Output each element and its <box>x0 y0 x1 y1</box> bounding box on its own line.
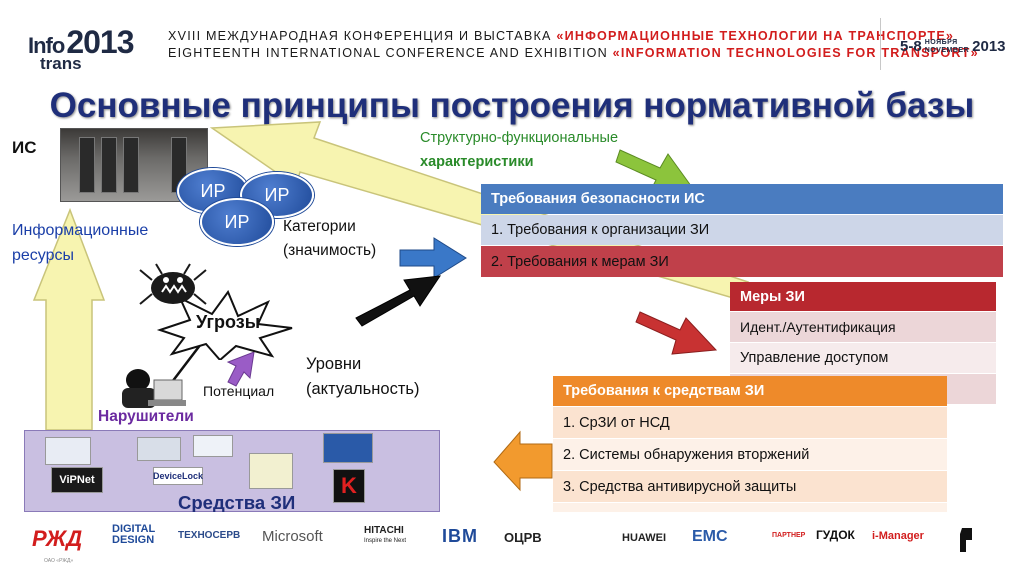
red-arrow <box>635 311 718 355</box>
measures-header: Меры ЗИ <box>730 282 996 311</box>
threats-label: Угрозы <box>196 312 261 332</box>
server-rack <box>123 137 139 193</box>
technoserv-logo: ТЕХНОСЕРВ <box>178 530 241 541</box>
categories-label: Категории (значимость) <box>283 218 377 259</box>
measure-item: Управление доступом <box>730 343 996 373</box>
date-year: 2013 <box>972 38 1006 55</box>
rzd-logo: РЖД <box>32 526 83 551</box>
levels-label: Уровни (актуальность) <box>306 355 420 398</box>
info-resources-label: Информационные ресурсы <box>12 222 149 264</box>
tools-label: Средства ЗИ <box>178 492 296 513</box>
digital-design-logo: DIGITAL DESIGN <box>112 523 156 546</box>
ir-circle: ИР <box>240 172 314 218</box>
sponsors-bar: РЖД ОАО «РЖД» DIGITAL DESIGN ТЕХНОСЕРВ M… <box>0 512 1024 576</box>
rzd-caption: ОАО «РЖД» <box>44 558 74 564</box>
conference-title-en: EIGHTEENTH INTERNATIONAL CONFERENCE AND … <box>168 46 608 60</box>
conference-theme-en: «INFORMATION TECHNOLOGIES FOR TRANSPORT» <box>612 46 979 60</box>
tool-requirement-item: 3. Средства антивирусной защиты <box>553 471 947 502</box>
sponsor-mark-icon <box>960 528 972 552</box>
gudok-logo: ГУДОК <box>816 528 855 542</box>
conference-header: Info2013 trans XVIII МЕЖДУНАРОДНАЯ КОНФЕ… <box>0 0 1024 80</box>
product-screenshot <box>193 435 233 457</box>
purple-arrow <box>226 351 255 387</box>
conference-theme-ru: «ИНФОРМАЦИОННЫЕ ТЕХНОЛОГИИ НА ТРАНСПОРТЕ… <box>556 29 955 43</box>
security-requirement-item: 2. Требования к мерам ЗИ <box>481 246 1003 277</box>
virus-bug-icon <box>139 263 207 305</box>
product-screenshot <box>45 437 91 465</box>
tool-requirements-table: Требования к средствам ЗИ 1. СрЗИ от НСД… <box>553 376 947 534</box>
security-requirement-item: 1. Требования к организации ЗИ <box>481 215 1003 245</box>
is-label: ИС <box>12 138 37 157</box>
date-month-en: NOVEMBER <box>924 47 970 55</box>
server-room-photo <box>60 128 208 202</box>
ir-circle: ИР <box>200 198 274 246</box>
yellow-vertical-arrow <box>32 207 106 431</box>
violators-label: Нарушители <box>98 408 194 425</box>
emc-logo: EMC <box>692 528 728 545</box>
logo-info: Info <box>28 33 65 58</box>
black-arrow <box>355 275 442 327</box>
threat-burst-icon <box>156 290 293 360</box>
partner-logo: ПАРТНЕР <box>772 532 806 539</box>
vipnet-logo: ViPNet <box>51 467 103 493</box>
olrv-logo: ОЦРВ <box>504 530 542 545</box>
logo-year: 2013 <box>66 24 134 60</box>
hitachi-logo: HITACHI Inspire the Next <box>364 525 407 545</box>
product-globe-image <box>323 433 373 463</box>
orange-arrow <box>493 430 553 492</box>
kaspersky-logo: K <box>333 469 365 503</box>
slide-title: Основные принципы построения нормативной… <box>49 86 975 125</box>
product-box-image <box>249 453 293 489</box>
date-month-ru: НОЯБРЯ <box>924 39 958 47</box>
security-requirements-table: Требования безопасности ИС 1. Требования… <box>481 184 1003 278</box>
logo-trans: trans <box>40 54 82 73</box>
imanager-logo: i-Manager <box>872 530 924 542</box>
header-divider <box>880 18 881 70</box>
product-card-image <box>137 437 181 461</box>
server-rack <box>101 137 117 193</box>
conference-title: XVIII МЕЖДУНАРОДНАЯ КОНФЕРЕНЦИЯ И ВЫСТАВ… <box>168 28 979 62</box>
measure-item: Идент./Аутентификация <box>730 312 996 342</box>
tool-requirements-header: Требования к средствам ЗИ <box>553 376 947 406</box>
devicelock-logo: DeviceLock <box>153 467 203 485</box>
struct-func-label: Структурно-функциональные характеристики <box>420 130 619 170</box>
conference-title-ru: XVIII МЕЖДУНАРОДНАЯ КОНФЕРЕНЦИЯ И ВЫСТАВ… <box>168 29 552 43</box>
ibm-logo: IBM <box>442 526 478 546</box>
blue-arrow <box>399 237 467 279</box>
tool-requirement-item: 2. Системы обнаружения вторжений <box>553 439 947 470</box>
microsoft-logo: Microsoft <box>262 528 323 545</box>
server-rack <box>79 137 95 193</box>
infotrans-logo: Info2013 trans <box>28 24 168 73</box>
potential-label: Потенциал <box>203 383 275 399</box>
date-days: 5-8 <box>900 38 922 55</box>
security-tools-box: ViPNet DeviceLock K <box>24 430 440 512</box>
huawei-logo: HUAWEI <box>622 532 666 544</box>
hacker-icon <box>122 369 186 408</box>
tool-requirement-item: 1. СрЗИ от НСД <box>553 407 947 438</box>
security-requirements-header: Требования безопасности ИС <box>481 184 1003 214</box>
